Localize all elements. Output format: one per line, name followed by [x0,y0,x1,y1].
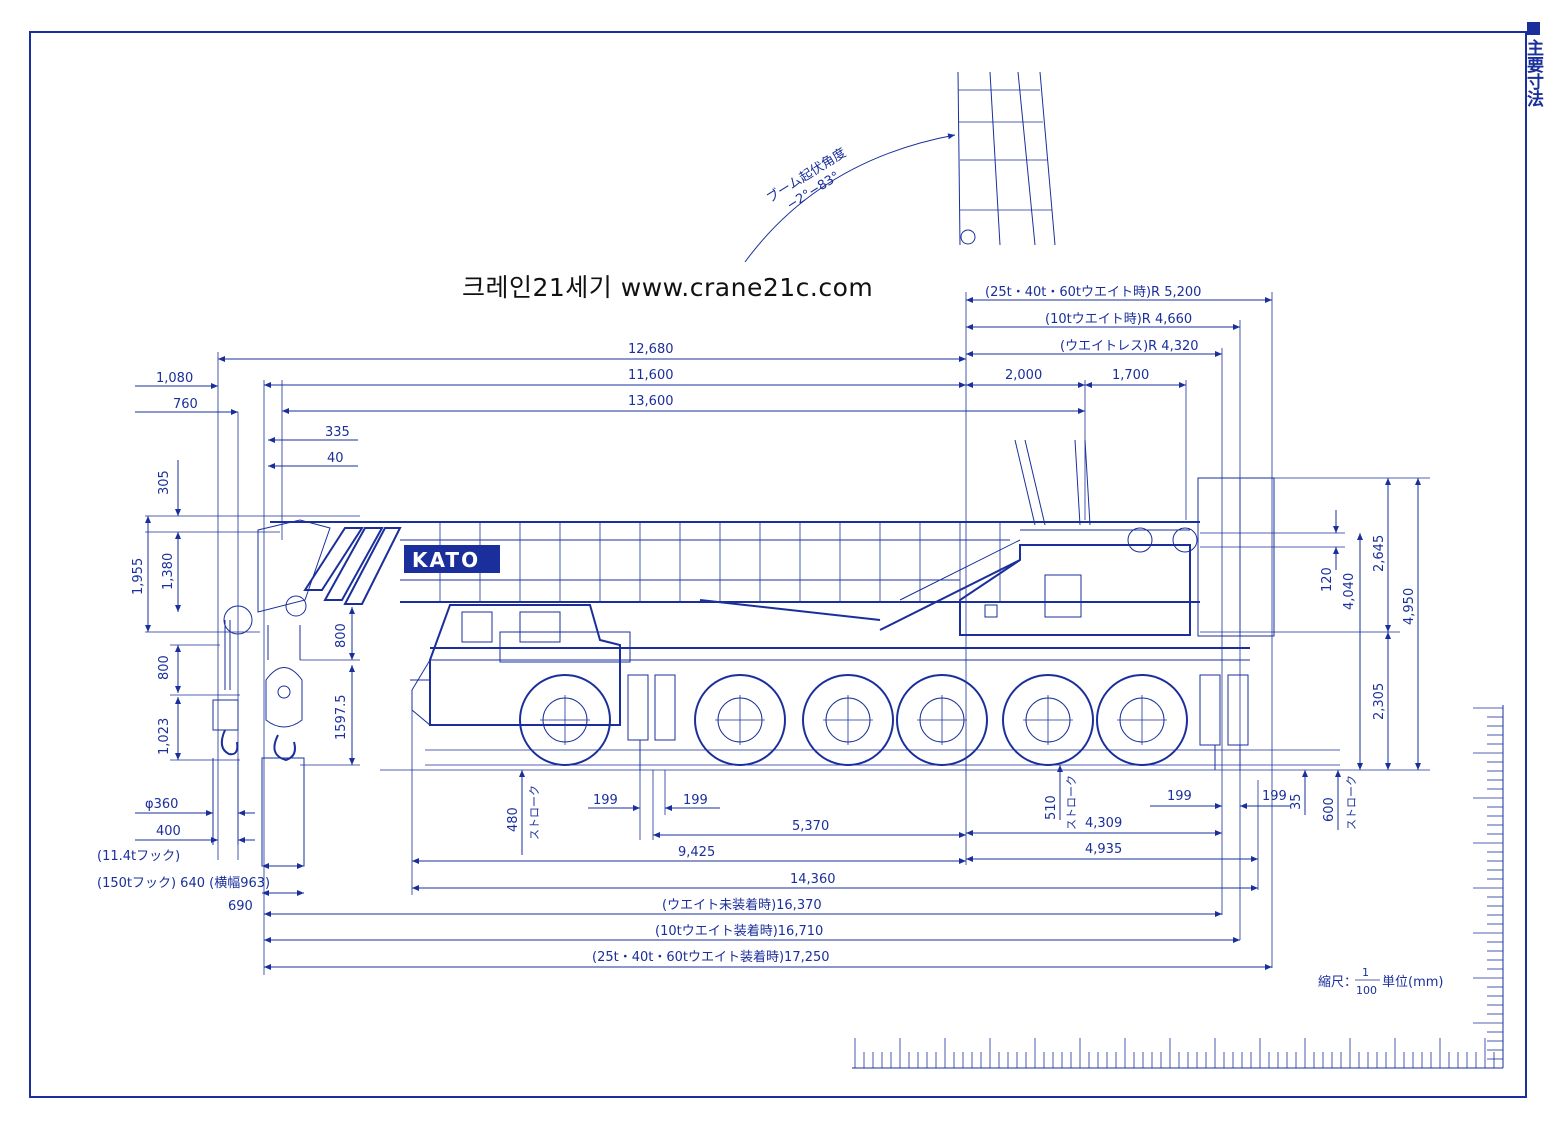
scale-prefix: 縮尺： [1318,974,1357,990]
label-stroke-1: ストローク [528,785,541,840]
dim-335: 335 [325,425,350,440]
wheel-4 [896,674,988,766]
dim-35: 35 [1289,793,1304,810]
dim-2000: 2,000 [1005,368,1042,383]
dim-phi360: φ360 [145,797,178,812]
dim-1955: 1,955 [131,558,146,595]
dim-305: 305 [157,470,172,495]
dim-1700: 1,700 [1112,368,1149,383]
wheel-6 [1096,674,1188,766]
dim-4935: 4,935 [1085,842,1122,857]
dim-690: 690 [228,899,253,914]
label-150t-hook: (150tフック) 640 (横幅963) [97,876,270,891]
kato-logo: KATO [412,548,480,572]
dim-r4320: (ウエイトレス)R 4,320 [1060,339,1199,354]
label-11-4t-hook: (11.4tフック) [97,849,180,864]
dim-400: 400 [156,824,181,839]
dim-800-hook: 800 [334,623,349,648]
dim-r4660: (10tウエイト時)R 4,660 [1045,312,1192,327]
dim-12680: 12,680 [628,342,674,357]
dim-760: 760 [173,397,198,412]
dim-13600: 13,600 [628,394,674,409]
dim-17250: (25t・40t・60tウエイト装着時)17,250 [592,949,830,965]
dim-800-left: 800 [157,655,172,680]
kato-logo-box [404,545,500,573]
label-stroke-2: ストローク [1065,775,1078,830]
wheel-5 [1002,674,1094,766]
crane-body: KATO [257,439,1275,770]
dim-600: 600 [1322,797,1337,822]
dim-199-d: 199 [1262,789,1287,804]
dim-4040: 4,040 [1342,573,1357,610]
wheel-2 [694,674,786,766]
raised-boom-sketch [744,71,1056,263]
dim-14360: 14,360 [790,872,836,887]
dim-1023: 1,023 [157,718,172,755]
dim-11600: 11,600 [628,368,674,383]
hook-assembly [212,605,305,867]
label-stroke-3: ストローク [1345,775,1358,830]
dim-199-b: 199 [683,793,708,808]
scale-unit: 単位(mm) [1382,974,1443,990]
dim-510: 510 [1044,795,1059,820]
dim-16710: (10tウエイト装着時)16,710 [655,923,823,939]
section-title-text: 主要寸法 [1523,39,1543,107]
dim-480: 480 [506,807,521,832]
dim-199-c: 199 [1167,789,1192,804]
dim-r5200: (25t・40t・60tウエイト時)R 5,200 [985,285,1201,300]
section-title: 主要寸法 [1523,22,1546,107]
dim-4309: 4,309 [1085,816,1122,831]
dim-1080: 1,080 [156,371,193,386]
horizontal-ruler [852,1038,1503,1069]
dim-16370: (ウエイト未装着時)16,370 [662,897,822,913]
dim-5370: 5,370 [792,819,829,834]
scale-numerator: 1 [1362,966,1369,979]
dim-9425: 9,425 [678,845,715,860]
wheel-3 [802,674,894,766]
vertical-ruler [1473,705,1504,1068]
watermark: 크레인21세기 www.crane21c.com [462,273,874,302]
dim-2645: 2,645 [1372,535,1387,572]
square-bullet-icon [1526,22,1540,35]
scale-denominator: 100 [1356,984,1377,997]
drawing-frame [29,31,1527,1098]
dim-1597: 1597.5 [334,695,349,741]
dim-40: 40 [327,451,344,466]
dim-199-a: 199 [593,793,618,808]
dim-4950: 4,950 [1402,588,1417,625]
dim-120: 120 [1320,567,1335,592]
dim-1380: 1,380 [161,553,176,590]
dim-2305: 2,305 [1372,683,1387,720]
wheel-1 [519,674,611,766]
